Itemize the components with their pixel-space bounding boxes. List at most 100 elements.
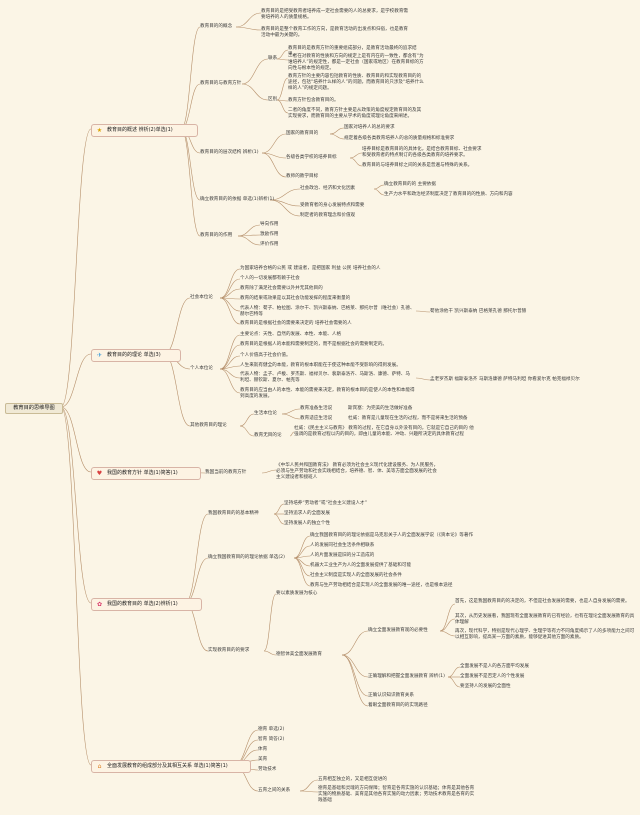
node-im2a2: 其次，从历史发展看，我国现有全面发展教育的已有经验，也有在理论全面发展教育的具体… [455,614,635,625]
connector [276,49,289,60]
branch-china-aim[interactable]: ✿ 我国的教育目的 单选(2)辨析(1) [91,598,202,611]
node-i1: 主要论点：天性、自然的发展、本性、本能、人格 [240,332,342,337]
node-bs2: 人的发展同社会生活条件相联系 [310,543,375,548]
node-lv3[interactable]: 教师的教学目标 [286,174,319,179]
root-node[interactable]: 教育目的思维导图 [5,403,63,414]
node-im2c: 正确认识知识教育关系 [368,693,414,698]
branch-label: 全面发展教育的组成部分及其相互关系 单选(1)简答(1) [107,763,228,769]
node-s4: 教育的结果或效果是以其社会功能发挥的程度来衡量的 [240,296,351,301]
connector [261,133,287,154]
connector [281,413,301,420]
connector [349,152,363,159]
connector [341,654,369,697]
node-impl[interactable]: 实现教育目的的要求 [208,648,250,653]
node-other[interactable]: 其他教育目的理论 [190,423,227,428]
connector [219,368,241,379]
node-lv1[interactable]: 国家的教育目的 [286,131,319,136]
house-icon: ⌂ [97,763,102,770]
connector [293,557,311,577]
connector [269,199,301,207]
node-im2b[interactable]: 正确理解和把握全面发展教育 辨析(1) [368,674,445,679]
node-concept[interactable]: 教育目的的概念 [200,24,233,29]
connector [263,650,277,656]
node-func-1: 导向作用 [260,222,279,227]
node-b4-basis[interactable]: 确立我国教育目的的理论依据 单选(2) [208,555,285,560]
connector [415,310,431,313]
node-im2a1: 首先，这是我国教育目的的决定的，不但是社会发展的需要，也是人自身发展的需要。 [455,599,630,604]
node-life-2d: 杜威：教育是儿童现在生活的过程，而不是将来生活的预备 [348,416,468,421]
connector [299,790,319,793]
node-life-1: 教育准备生活说 [300,406,333,411]
node-social[interactable]: 社会本位论 [190,295,213,300]
connector [219,297,241,312]
connector [239,413,255,427]
node-i5-note: 孟老罗杰斯 福斯泰洛齐 马斯洛康德 萨特马利坦 你看爱尔克 帕克福禄贝尔 [430,377,580,382]
node-i5: 代表人物：孟子、卢梭、罗杰斯、福禄贝尔、裴斯泰洛齐、马斯洛、康德、萨特、马利坦、… [240,372,410,383]
node-comp-2: 智育 简答(2) [258,737,285,742]
node-link-d1: 教育目的是教育方针的重要组成部分，是教育活动最终的追求结果。 [288,46,417,57]
node-s3: 教育除了满足社会需要以外并无其他目的 [240,286,323,291]
connector [60,128,92,408]
node-s6: 教育目的是根据社会的需要来决定的 培养社会需要的人 [240,321,352,326]
node-rel-1: 五育相互独立的，又是相互促进的 [318,777,387,782]
node-nonaim[interactable]: 教育无目的论 [254,433,282,438]
node-comp-4: 美育 [258,757,268,762]
node-lv2[interactable]: 各级各类学校的培养目标 [286,155,337,160]
connector [60,406,92,604]
connector [219,268,241,299]
node-b3-policy[interactable]: 我国当前的教育方针 [205,470,247,475]
connector [241,83,269,101]
connector [341,654,369,678]
node-policy[interactable]: 教育目的与教育方针 [200,81,242,86]
connector [261,152,287,178]
connector [276,77,289,101]
connector [273,513,285,525]
branch-policy[interactable]: ♥我国的教育方针 单选(1)简答(1) [91,467,201,480]
connector [219,344,241,370]
connector [293,535,311,559]
connector [237,224,261,237]
connector [184,557,209,604]
node-sp3: 坚持发展人的独立个性 [284,521,330,526]
node-concept-d1: 教育目的是把受教育者培养成一定社会需要的人的总要求，是学校教育需要培养的人的质量… [261,9,409,20]
node-rel-2: 德育是基础和灵魂的方向保障；智育是各育实施的认识基础；体育是其他各育实施的物质基… [318,786,475,803]
branch-label: 我国的教育目的 单选(2)辨析(1) [107,601,178,607]
branch-components[interactable]: ⌂ 全面发展教育的组成部分及其相互关系 单选(1)简答(1) [91,760,251,773]
node-levels[interactable]: 教育目的的层次结构 辨析(1) [200,150,259,155]
node-indiv[interactable]: 个人本位论 [190,366,213,371]
connector [293,557,311,587]
node-basis-3: 制定者的教育理念和价值观 [300,213,356,218]
node-life-2: 教育适应生活说 [300,416,333,421]
flower-icon: ✿ [96,601,103,608]
node-im2b1: 全面发展不是人的各方面平均发展 [460,664,529,669]
branch-label: 我国的教育方针 单选(1)简答(1) [107,470,178,476]
connector [439,618,456,632]
node-b3-policy-d: 《中华人民共和国教育法》 教育必须为社会主义现代化建设服务、为人民服务，必须与生… [276,463,439,480]
connector [163,297,191,355]
node-basis-1b: 生产力水平和政治经济制度决定了教育目的的性质、方向和内容 [384,192,513,197]
connector [373,184,385,190]
node-life[interactable]: 生活本位论 [254,411,277,416]
node-basis[interactable]: 确立教育目的的依据 单选(1)辨析(1) [200,197,275,202]
node-rel[interactable]: 五育之间的关系 [258,788,291,793]
node-im2a[interactable]: 确立全面发展教育观的必要性 [368,628,428,633]
connector [163,353,191,427]
node-diff[interactable]: 区别 [268,97,278,102]
node-sp1: 坚持培养“劳动者”或“社会主义建设人才” [284,501,368,506]
connector [447,666,461,678]
connector [219,334,241,370]
branch-overview[interactable]: ★教育目的概述 辨析(2)单选(1) [91,124,198,137]
node-func[interactable]: 教育目的的作用 [200,233,233,238]
node-bs5: 社会主义制度是实现人的全面发展的社会条件 [310,573,402,578]
node-spirit[interactable]: 我国教育目的的基本精神 [208,511,259,516]
node-im2[interactable]: 德智体美全面发展教育 [276,652,322,657]
node-diff-d3: 二者的角度不同，教育方针主要是从政策的角度规定教育目的及其实现要求，而教育目的主… [288,108,422,119]
node-link[interactable]: 联系 [268,56,278,61]
node-basis-1[interactable]: 社会政治、经济和文化因素 [300,186,356,191]
branch-theory[interactable]: ✈教育目的的理论 单选(3) [91,349,181,362]
node-i4: 人生来就有健全的本能，教育的根本职能在于使这种本能不受影响的得到发展。 [240,363,401,368]
connector [329,127,345,135]
node-func-3: 评价作用 [260,242,279,247]
node-s5-note: 荀他涂他干 凯兴斯泰纳 巴格莱孔德 那托尔普赫 [430,309,527,314]
node-lv1-d1: 国家对培养人的总的要求 [344,125,395,130]
